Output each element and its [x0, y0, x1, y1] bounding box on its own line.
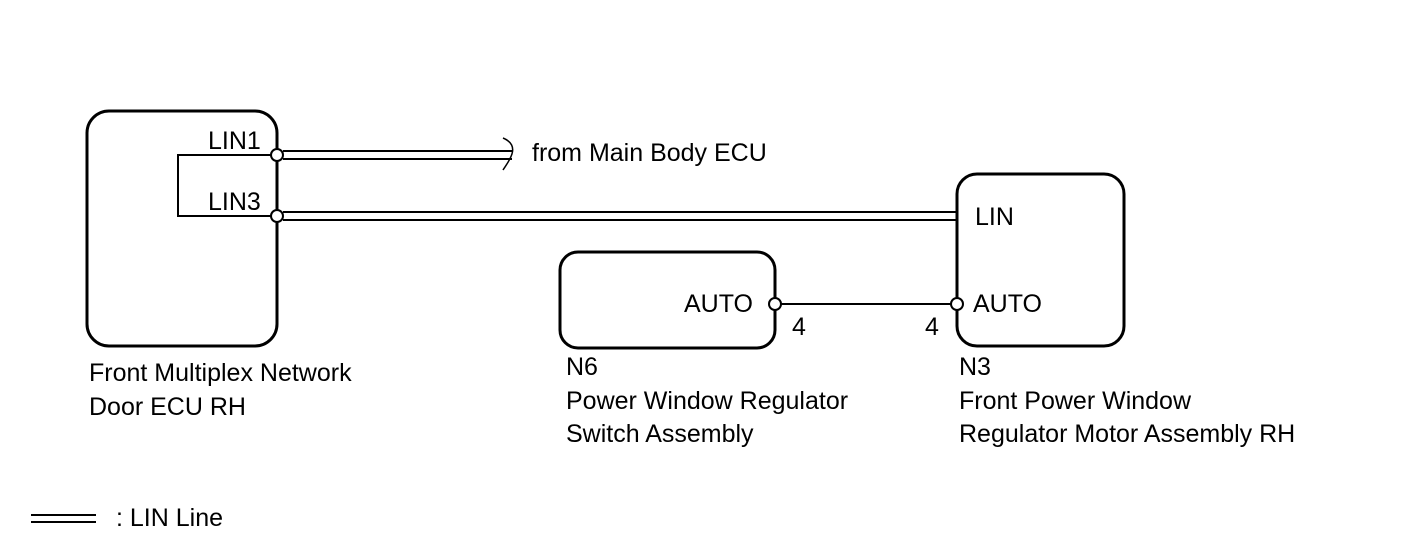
from-main-body-ecu-label: from Main Body ECU	[532, 139, 767, 167]
motor-pin-auto-number: 4	[925, 313, 939, 341]
motor-assembly-code: N3	[959, 353, 991, 381]
door-ecu-name-line1: Front Multiplex Network	[89, 359, 352, 387]
lin1-terminal	[270, 148, 284, 162]
motor-assembly-name-line1: Front Power Window	[959, 387, 1192, 415]
switch-auto-terminal	[768, 297, 782, 311]
motor-auto-terminal	[950, 297, 964, 311]
motor-pin-auto-label: AUTO	[973, 290, 1042, 318]
ecu-pin-lin1-label: LIN1	[208, 127, 261, 155]
lin-line-ecu-to-motor	[283, 211, 957, 221]
lin-line-legend-symbol	[31, 514, 96, 523]
switch-assembly-code: N6	[566, 353, 598, 381]
motor-pin-lin-label: LIN	[975, 203, 1014, 231]
lin-line-to-main-body-ecu	[283, 137, 514, 171]
door-ecu-name-line2: Door ECU RH	[89, 393, 246, 421]
legend-label: : LIN Line	[116, 504, 224, 532]
switch-pin-auto-number: 4	[792, 313, 806, 341]
motor-assembly-name-line2: Regulator Motor Assembly RH	[959, 420, 1296, 448]
ecu-internal-jumper	[177, 154, 272, 217]
switch-assembly-name-line2: Switch Assembly	[566, 420, 754, 448]
switch-assembly-name-line1: Power Window Regulator	[566, 387, 849, 415]
ecu-pin-lin3-label: LIN3	[208, 188, 261, 216]
switch-pin-auto-label: AUTO	[684, 290, 753, 318]
door-ecu-box	[85, 109, 279, 348]
lin3-terminal	[270, 209, 284, 223]
motor-assembly-box	[955, 172, 1126, 348]
